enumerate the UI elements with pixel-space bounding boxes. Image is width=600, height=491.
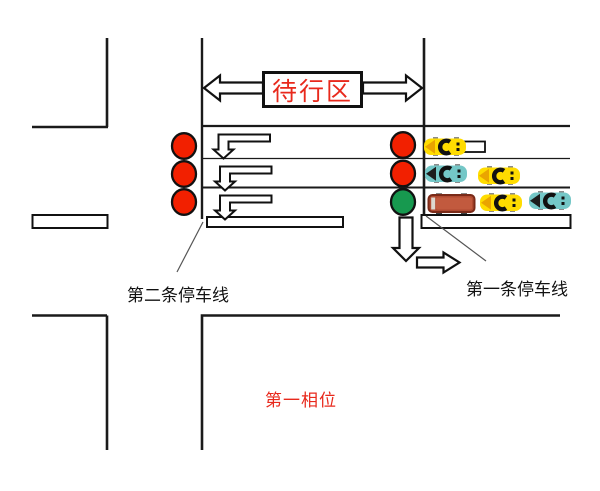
car-wheel: [559, 191, 564, 194]
stop-line-bars: [31, 140, 572, 229]
second-stop-line-bar: [206, 216, 344, 228]
car-windshield: [542, 192, 557, 210]
car-windshield: [493, 194, 508, 212]
waiting-zone-label: 待行区: [271, 77, 353, 106]
bus-windshield: [431, 197, 436, 210]
car-wheel: [454, 137, 459, 140]
car-detail-dot: [456, 148, 460, 151]
pointer-lines: [176, 215, 487, 273]
car-detail-dot: [510, 177, 514, 180]
lane2-teal-car: [425, 164, 467, 183]
left_signal-red-lamp-3: [170, 188, 198, 216]
bus-roof: [436, 197, 472, 210]
car-windshield: [438, 165, 453, 183]
signals-and-vehicles-layer: [170, 131, 571, 216]
lane3-bus: [427, 193, 476, 214]
first-stopline-pointer: [425, 215, 487, 262]
lane1-hook-arrow: [210, 133, 271, 160]
left-median-bar: [31, 214, 109, 229]
car-detail-dot: [561, 202, 565, 205]
right_signal-red-lamp-1: [389, 131, 417, 159]
right_signal-green-lamp-3: [389, 188, 417, 216]
lane2-hook-arrow: [212, 165, 273, 192]
road-edges: [32, 38, 570, 450]
first-stop-line-bar: [420, 214, 572, 229]
waiting-zone-callout: [202, 71, 424, 108]
car-windshield: [491, 167, 506, 185]
car-detail-dot: [456, 142, 460, 146]
left_signal-red-lamp-2: [170, 160, 198, 188]
right_signal-red-lamp-2: [389, 159, 417, 188]
car-detail-dot: [457, 175, 461, 178]
left_signal-red-lamp-1: [170, 132, 198, 160]
car-front: [425, 139, 435, 154]
phase-label: 第一相位: [265, 391, 337, 410]
flow-arrows: [390, 216, 462, 275]
car-windshield: [437, 138, 452, 156]
right-flow-arrow: [415, 250, 462, 275]
lane3-teal-car: [529, 191, 571, 210]
bottom-left-corner-curb: [32, 314, 109, 450]
car-wheel: [487, 166, 492, 169]
car-front: [530, 193, 540, 208]
lane3-hook-arrow: [212, 194, 273, 221]
car-wheel: [434, 164, 439, 167]
lane1-yellow-car: [424, 137, 466, 156]
lane-turn-arrows: [210, 133, 273, 221]
car-front: [479, 168, 489, 183]
second-stop-line-label: 第二条停车线: [127, 286, 229, 305]
waiting-zone-left-arrow: [202, 73, 265, 103]
car-wheel: [489, 193, 494, 196]
waiting-zone-right-arrow: [361, 73, 424, 103]
bottom-right-corner-curb: [200, 314, 560, 450]
car-detail-dot: [512, 204, 516, 207]
car-wheel: [508, 166, 513, 169]
waiting-zone-box: [262, 71, 363, 108]
first-stop-line-label: 第一条停车线: [466, 280, 568, 299]
car-wheel: [538, 191, 543, 194]
car-front: [481, 195, 491, 210]
lane2-yellow-car: [478, 166, 520, 185]
car-wheel: [510, 193, 515, 196]
car-wheel: [455, 164, 460, 167]
down-flow-arrow: [390, 216, 422, 263]
top-left-corner-curb: [32, 38, 109, 129]
car-detail-dot: [510, 171, 514, 175]
car-detail-dot: [457, 169, 461, 173]
car-detail-dot: [512, 198, 516, 202]
car-front: [426, 166, 436, 181]
car-wheel: [433, 137, 438, 140]
car-detail-dot: [561, 196, 565, 200]
lane3-yellow-car: [480, 193, 522, 212]
second-stopline-pointer: [176, 221, 204, 273]
